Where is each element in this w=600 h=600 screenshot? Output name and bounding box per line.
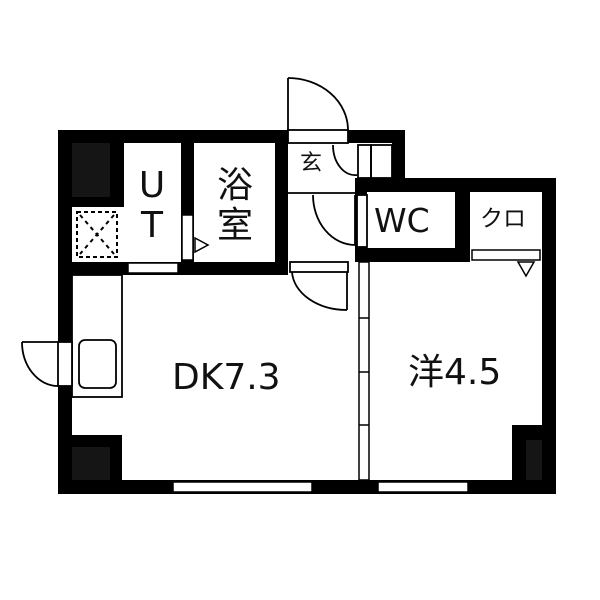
sliding-partition	[358, 261, 370, 481]
bath-door	[181, 214, 194, 261]
ut-door-opening	[127, 262, 179, 274]
ut-letter-t: T	[141, 205, 163, 246]
kitchen-counter	[71, 274, 123, 398]
room-label-dk: DK7.3	[172, 357, 281, 398]
bath-char-1: 浴	[216, 165, 253, 206]
room-label-entrance: 玄	[300, 151, 323, 176]
entrance-fixtures	[288, 144, 393, 248]
windows	[172, 481, 469, 493]
bath-char-2: 室	[216, 205, 253, 246]
room-label-wc: WC	[374, 201, 430, 240]
bath-door-arrow-icon	[194, 236, 210, 254]
room-label-western: 洋4.5	[408, 352, 502, 393]
room-label-bath: 浴 室	[212, 168, 258, 244]
ut-letter-u: U	[138, 165, 166, 206]
room-label-ut: U T	[132, 168, 172, 244]
dk-door	[289, 261, 349, 311]
front-door	[287, 77, 349, 144]
side-door	[21, 341, 73, 387]
closet-door	[471, 249, 541, 278]
room-label-closet: クロ	[480, 206, 526, 232]
pillars	[72, 143, 542, 480]
washer-pan-icon	[72, 207, 122, 262]
